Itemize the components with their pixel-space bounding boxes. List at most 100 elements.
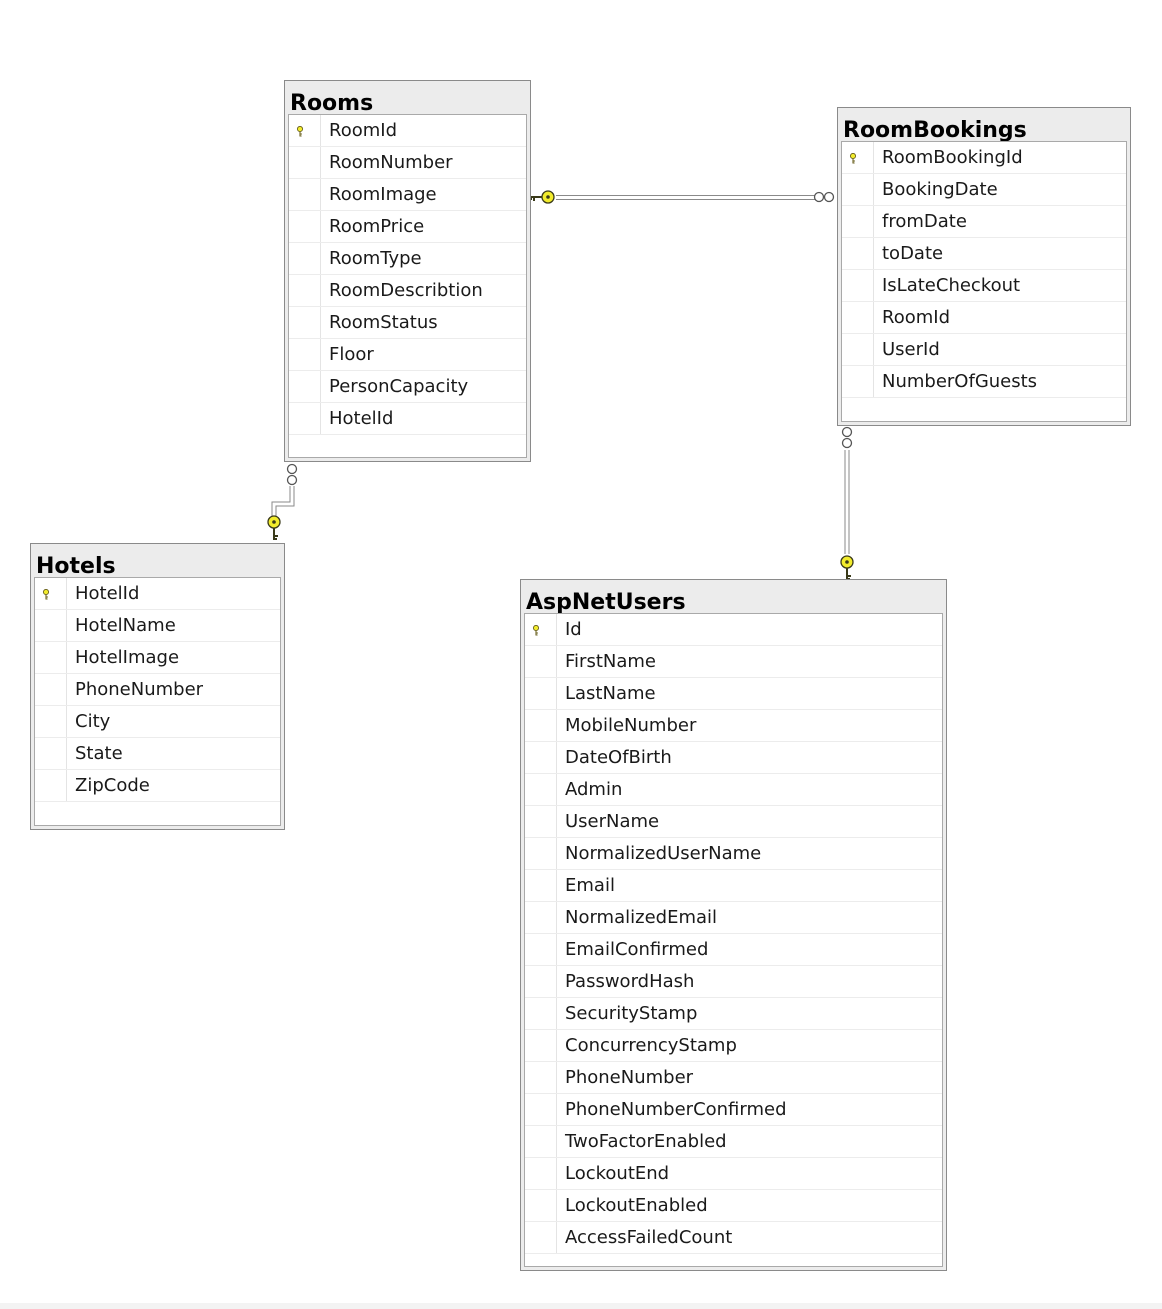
- column-row[interactable]: Floor: [289, 339, 526, 371]
- column-row[interactable]: RoomBookingId: [842, 142, 1126, 174]
- column-row[interactable]: PersonCapacity: [289, 371, 526, 403]
- row-selector[interactable]: [525, 870, 557, 901]
- primary-key-icon: [849, 153, 857, 164]
- column-row[interactable]: RoomDescribtion: [289, 275, 526, 307]
- column-row[interactable]: RoomId: [842, 302, 1126, 334]
- row-selector[interactable]: [525, 806, 557, 837]
- column-row[interactable]: HotelImage: [35, 642, 280, 674]
- row-selector[interactable]: [289, 371, 321, 402]
- row-selector[interactable]: [525, 678, 557, 709]
- primary-key-icon: [532, 625, 540, 636]
- row-selector[interactable]: [525, 742, 557, 773]
- column-row[interactable]: ConcurrencyStamp: [525, 1030, 942, 1062]
- row-selector[interactable]: [289, 211, 321, 242]
- column-row[interactable]: ZipCode: [35, 770, 280, 802]
- column-row[interactable]: LastName: [525, 678, 942, 710]
- column-row[interactable]: fromDate: [842, 206, 1126, 238]
- row-selector[interactable]: [35, 610, 67, 641]
- row-selector[interactable]: [289, 339, 321, 370]
- column-row[interactable]: RoomId: [289, 115, 526, 147]
- column-row[interactable]: BookingDate: [842, 174, 1126, 206]
- row-selector[interactable]: [525, 614, 557, 645]
- column-row[interactable]: EmailConfirmed: [525, 934, 942, 966]
- column-row[interactable]: IsLateCheckout: [842, 270, 1126, 302]
- row-selector[interactable]: [525, 1062, 557, 1093]
- row-selector[interactable]: [525, 902, 557, 933]
- row-selector[interactable]: [525, 1030, 557, 1061]
- column-row[interactable]: HotelId: [35, 578, 280, 610]
- column-row[interactable]: RoomNumber: [289, 147, 526, 179]
- row-selector[interactable]: [525, 966, 557, 997]
- column-name: EmailConfirmed: [565, 939, 709, 960]
- column-row[interactable]: LockoutEnabled: [525, 1190, 942, 1222]
- row-selector[interactable]: [525, 1094, 557, 1125]
- column-row[interactable]: UserName: [525, 806, 942, 838]
- row-selector[interactable]: [525, 1190, 557, 1221]
- row-selector[interactable]: [289, 307, 321, 338]
- row-selector[interactable]: [35, 674, 67, 705]
- column-row[interactable]: State: [35, 738, 280, 770]
- column-row[interactable]: DateOfBirth: [525, 742, 942, 774]
- column-row[interactable]: NormalizedEmail: [525, 902, 942, 934]
- column-row[interactable]: RoomPrice: [289, 211, 526, 243]
- row-selector[interactable]: [35, 770, 67, 801]
- row-selector[interactable]: [289, 403, 321, 434]
- row-selector[interactable]: [289, 179, 321, 210]
- row-selector[interactable]: [842, 270, 874, 301]
- column-row[interactable]: SecurityStamp: [525, 998, 942, 1030]
- row-selector[interactable]: [525, 934, 557, 965]
- column-row[interactable]: RoomType: [289, 243, 526, 275]
- row-selector[interactable]: [842, 142, 874, 173]
- row-selector[interactable]: [842, 366, 874, 397]
- column-row[interactable]: AccessFailedCount: [525, 1222, 942, 1254]
- column-row[interactable]: PhoneNumber: [35, 674, 280, 706]
- row-selector[interactable]: [525, 646, 557, 677]
- column-row[interactable]: Admin: [525, 774, 942, 806]
- row-selector[interactable]: [525, 838, 557, 869]
- row-selector[interactable]: [289, 147, 321, 178]
- column-row[interactable]: Email: [525, 870, 942, 902]
- row-selector[interactable]: [842, 206, 874, 237]
- row-selector[interactable]: [842, 302, 874, 333]
- column-row[interactable]: RoomStatus: [289, 307, 526, 339]
- column-row[interactable]: UserId: [842, 334, 1126, 366]
- row-selector[interactable]: [842, 238, 874, 269]
- column-row[interactable]: PhoneNumber: [525, 1062, 942, 1094]
- row-selector[interactable]: [35, 578, 67, 609]
- column-row[interactable]: NormalizedUserName: [525, 838, 942, 870]
- column-row[interactable]: HotelName: [35, 610, 280, 642]
- row-selector[interactable]: [35, 738, 67, 769]
- row-selector[interactable]: [289, 243, 321, 274]
- column-row[interactable]: City: [35, 706, 280, 738]
- column-row[interactable]: NumberOfGuests: [842, 366, 1126, 398]
- row-selector[interactable]: [525, 774, 557, 805]
- column-row[interactable]: RoomImage: [289, 179, 526, 211]
- row-selector[interactable]: [525, 998, 557, 1029]
- column-row[interactable]: PhoneNumberConfirmed: [525, 1094, 942, 1126]
- column-row[interactable]: Id: [525, 614, 942, 646]
- column-name: UserId: [882, 339, 940, 360]
- row-selector[interactable]: [525, 1222, 557, 1253]
- column-row[interactable]: toDate: [842, 238, 1126, 270]
- row-selector[interactable]: [289, 115, 321, 146]
- column-row[interactable]: MobileNumber: [525, 710, 942, 742]
- row-selector[interactable]: [35, 706, 67, 737]
- column-row[interactable]: FirstName: [525, 646, 942, 678]
- column-row[interactable]: PasswordHash: [525, 966, 942, 998]
- row-selector[interactable]: [35, 642, 67, 673]
- column-row[interactable]: HotelId: [289, 403, 526, 435]
- row-selector[interactable]: [525, 710, 557, 741]
- row-selector[interactable]: [525, 1158, 557, 1189]
- column-row[interactable]: LockoutEnd: [525, 1158, 942, 1190]
- column-name: NormalizedUserName: [565, 843, 762, 864]
- row-selector[interactable]: [525, 1126, 557, 1157]
- row-selector[interactable]: [842, 334, 874, 365]
- column-row[interactable]: TwoFactorEnabled: [525, 1126, 942, 1158]
- row-selector[interactable]: [842, 174, 874, 205]
- row-selector[interactable]: [289, 275, 321, 306]
